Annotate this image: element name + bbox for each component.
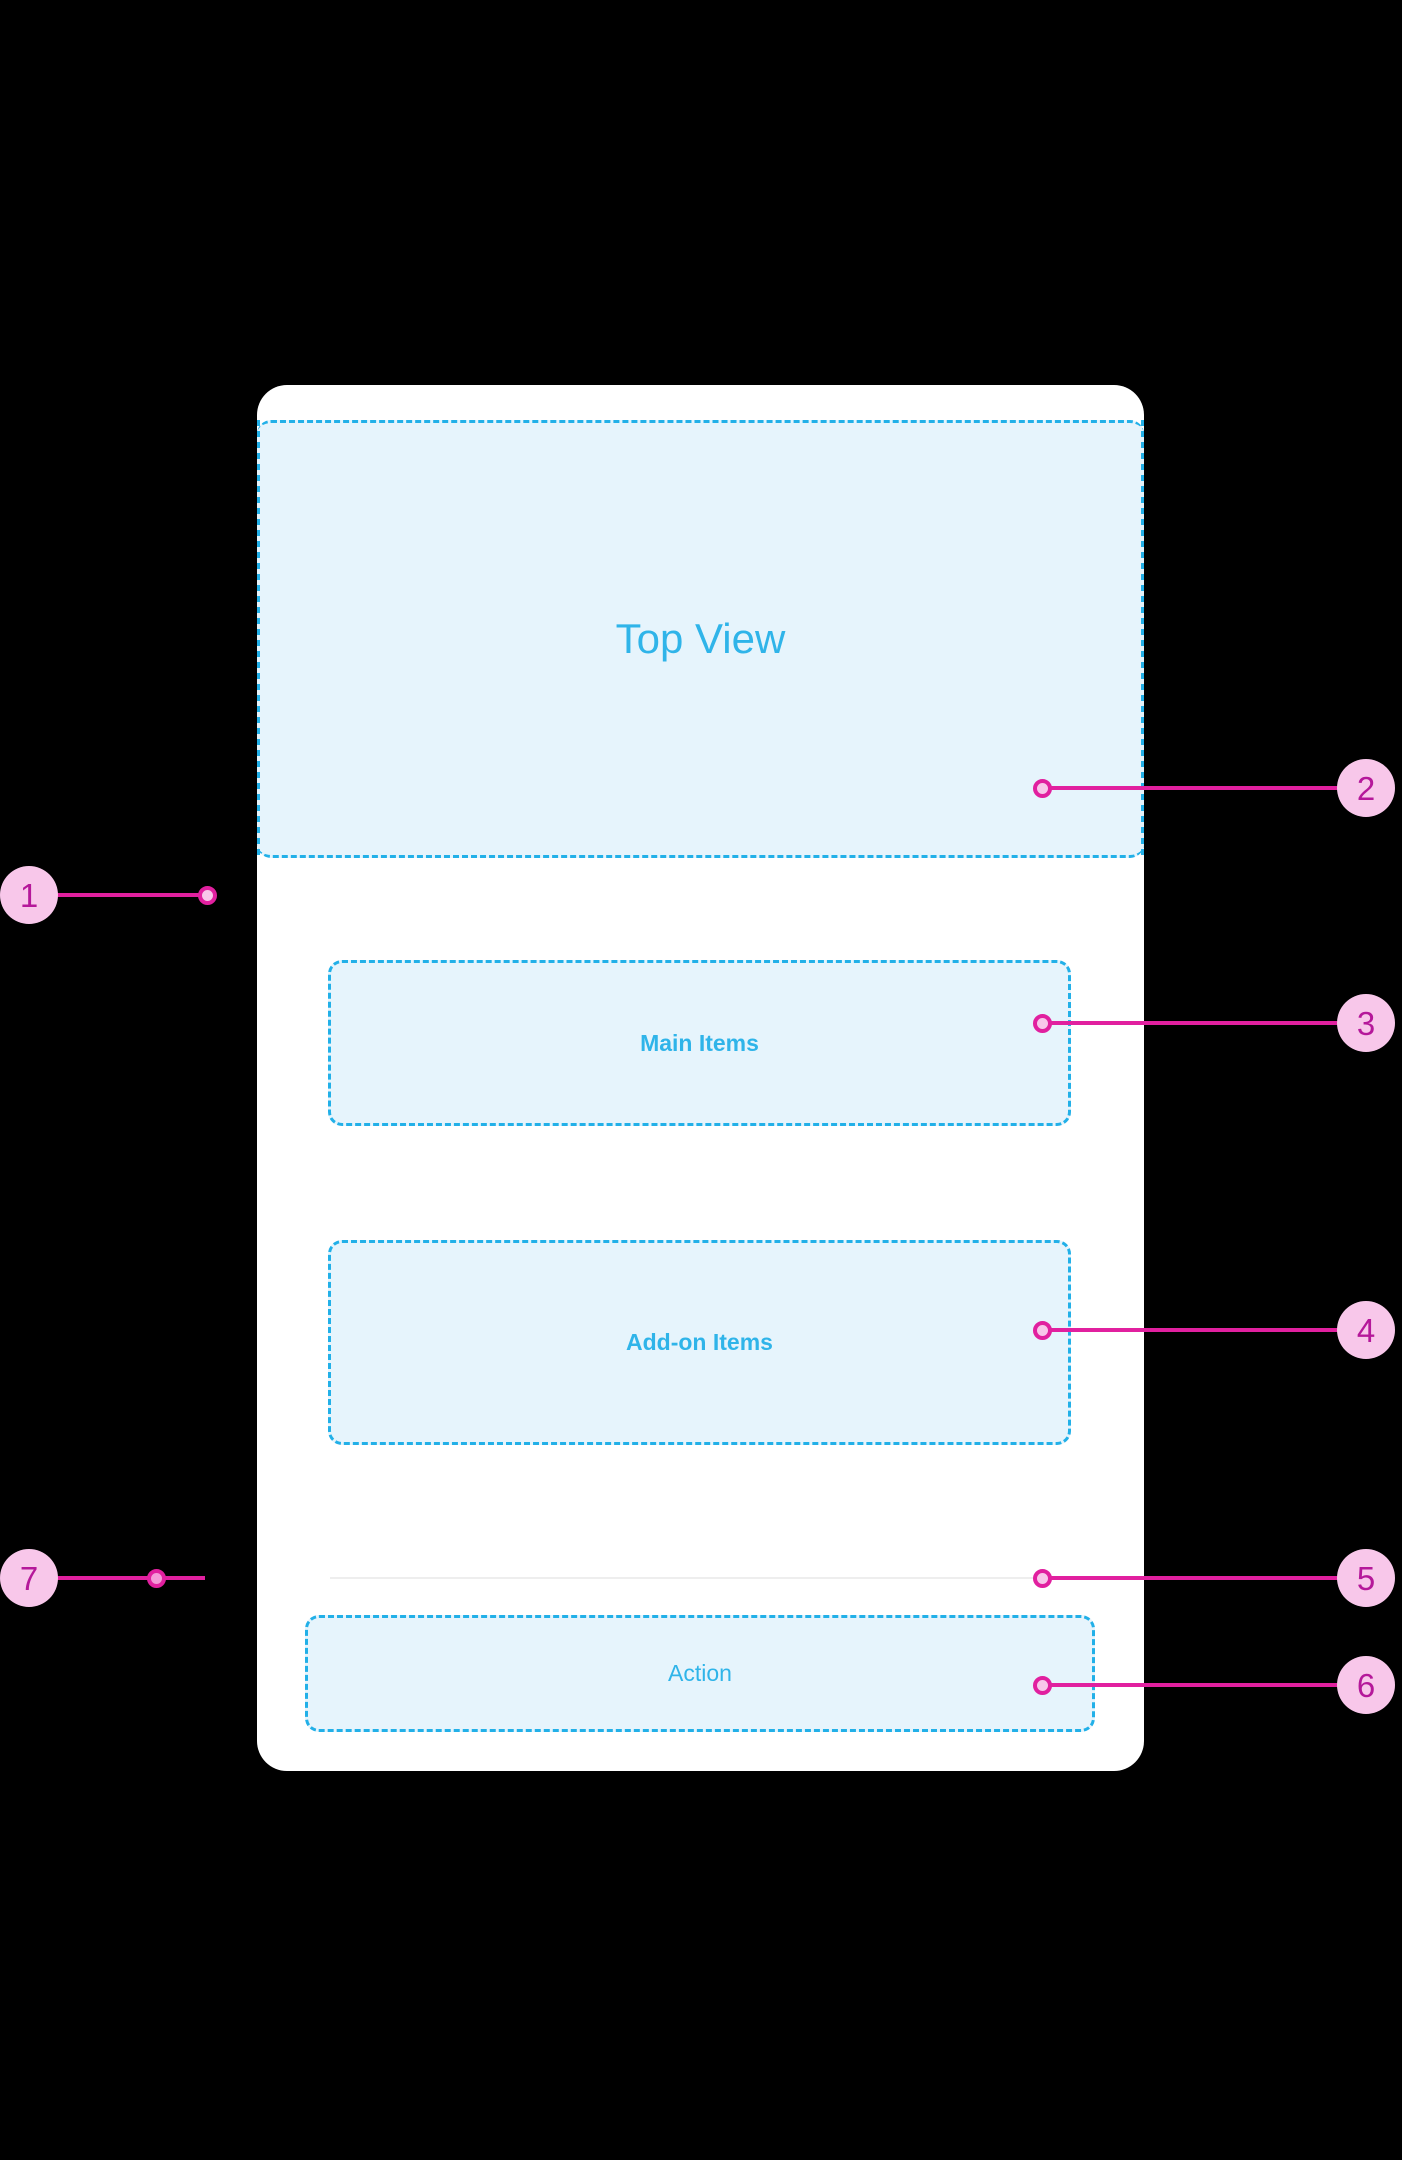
callout-badge-3[interactable]: 3 [1337,994,1395,1052]
callout-dot-4 [1033,1321,1052,1340]
callout-dot-5 [1033,1569,1052,1588]
callout-line-1 [57,893,207,897]
region-action-label: Action [668,1660,732,1686]
callout-badge-6[interactable]: 6 [1337,1656,1395,1714]
callout-line-2 [1050,786,1345,790]
callout-line-6 [1050,1683,1345,1687]
callout-badge-5-number: 5 [1356,1559,1376,1597]
callout-line-7 [57,1576,205,1580]
region-top-view-label: Top View [615,615,786,662]
callout-dot-7 [147,1569,166,1588]
region-addon-items-label: Add-on Items [626,1329,773,1355]
region-top-view[interactable]: Top View [257,420,1144,858]
callout-line-5 [1050,1576,1345,1580]
callout-dot-1 [198,886,217,905]
section-divider [330,1577,1090,1579]
callout-line-4 [1050,1328,1345,1332]
callout-dot-3 [1033,1014,1052,1033]
callout-dot-6 [1033,1676,1052,1695]
region-action[interactable]: Action [305,1615,1095,1732]
callout-badge-3-number: 3 [1356,1004,1376,1042]
callout-badge-4[interactable]: 4 [1337,1301,1395,1359]
region-main-items-label: Main Items [640,1029,759,1056]
region-addon-items[interactable]: Add-on Items [328,1240,1071,1445]
callout-dot-2 [1033,779,1052,798]
callout-badge-1[interactable]: 1 [0,866,58,924]
callout-badge-6-number: 6 [1356,1666,1376,1704]
callout-badge-7-number: 7 [19,1559,39,1597]
callout-badge-2[interactable]: 2 [1337,759,1395,817]
callout-badge-1-number: 1 [19,876,39,914]
callout-badge-2-number: 2 [1356,769,1376,807]
callout-badge-5[interactable]: 5 [1337,1549,1395,1607]
callout-badge-4-number: 4 [1356,1311,1376,1349]
callout-line-3 [1050,1021,1345,1025]
region-main-items[interactable]: Main Items [328,960,1071,1126]
callout-badge-7[interactable]: 7 [0,1549,58,1607]
phone-frame: Top View Main Items Add-on Items Action [257,385,1144,1771]
